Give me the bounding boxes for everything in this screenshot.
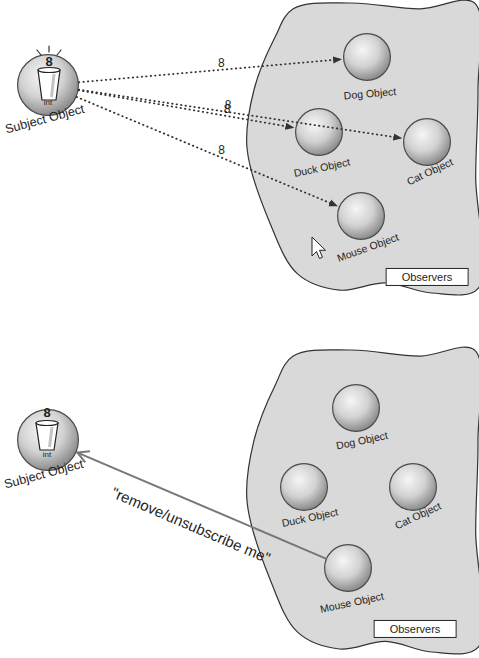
value-label: 8 [43,406,50,420]
notify-arrow [79,59,342,82]
object-sphere: Duck Object [280,463,328,511]
object-sphere: Cat Object [389,463,437,511]
cup-shade [50,427,53,447]
group-blob [247,0,479,295]
cup-body [36,423,58,450]
observer-group: Observers Dog ObjectDuck Object Cat Object… [247,350,478,652]
sparkle-line [37,50,41,55]
sphere-outline [324,544,372,592]
type-label: int [43,451,51,460]
sphere-outline [280,463,328,511]
sphere-outline [295,108,343,156]
cup-icon [36,421,58,451]
unsubscribe-arrow [77,453,325,559]
type-label: int [44,99,52,108]
group-label: Observers [374,620,457,638]
object-sphere: Dog Object [343,33,391,81]
sphere-outline [337,192,385,240]
sparkle-lines [37,46,61,55]
object-sphere: Mouse Object [337,192,385,240]
value-label: 8 [224,102,231,116]
notify-arrow [77,97,338,206]
group-label: Observers [386,268,469,286]
value-label: 8 [45,55,52,69]
cup-rim [36,421,58,426]
object-sphere: Cat Object [403,118,451,166]
object-sphere: Duck Object [295,108,343,156]
sphere-circle [296,109,343,156]
sphere-outline [343,33,391,81]
sphere-circle [344,34,391,81]
cup-rim [38,68,60,73]
object-sphere: Dog Object [332,384,380,432]
mouse-cursor [312,237,326,259]
cup-shade [52,74,55,97]
sphere-circle [325,545,372,592]
group-blob [247,347,479,654]
observer-group: Observers Dog ObjectDuck Object Cat Object… [247,3,478,293]
value-label: 8 [218,143,225,157]
value-label: 8 [218,56,225,70]
value-label: 8 [225,98,232,112]
notify-arrow [79,90,403,139]
connector-group [77,59,403,558]
message-label: "remove/unsubscribe me" [110,484,274,567]
sphere-circle [333,385,380,432]
object-sphere: 8intSubject Object [17,54,79,116]
object-sphere: 8intSubject Object [17,409,79,471]
sphere-circle [281,464,328,511]
sphere-circle [338,193,385,240]
object-sphere: Mouse Object [324,544,372,592]
sparkle-line [48,46,49,52]
cup-body [38,70,60,100]
notify-arrow [79,90,295,127]
sparkle-line [57,50,61,55]
cup-icon [38,68,60,101]
sphere-outline [332,384,380,432]
